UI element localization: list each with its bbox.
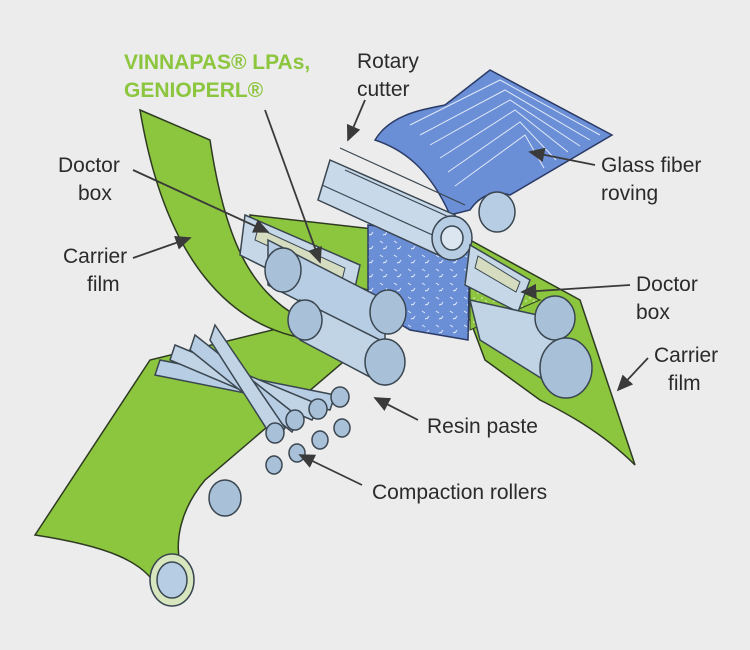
upper-rollers: [264, 238, 593, 399]
rotary-cutter-label: Rotary cutter: [357, 50, 425, 101]
rotary-cutter: [317, 147, 473, 261]
doctor-box-right-label: Doctor box: [636, 273, 704, 324]
doctor-box-left-label: Doctor box: [58, 154, 126, 205]
compaction-rollers-group: [154, 323, 351, 517]
glass-fiber-roving-label: Glass fiber roving: [601, 154, 707, 205]
leader-lines: [132, 99, 649, 486]
carrier-film-left-label: Carrier film: [63, 245, 133, 296]
roving-guide-roller: [478, 191, 516, 233]
brand-label: VINNAPAS® LPAs, GENIOPERL®: [124, 51, 316, 102]
compaction-rollers-label: Compaction rollers: [372, 481, 547, 504]
resin-paste-label: Resin paste: [427, 415, 538, 438]
carrier-film-right-label: Carrier film: [654, 344, 724, 395]
